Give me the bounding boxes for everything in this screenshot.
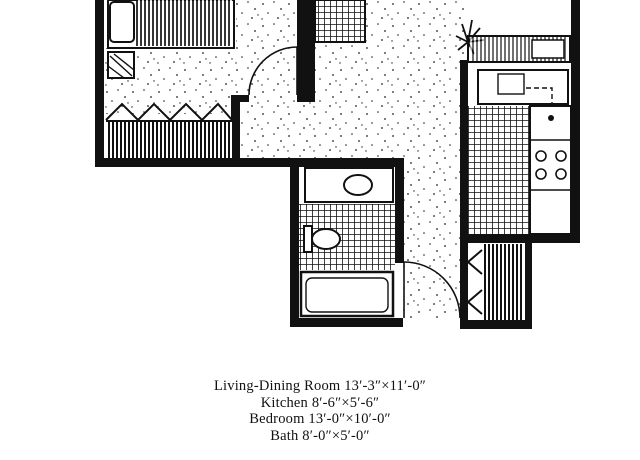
stove-icon xyxy=(535,150,567,180)
kitchen-dimension: Kitchen 8′-6″×5′-6″ xyxy=(260,394,380,411)
living-dining-dimension: Living-Dining Room 13′-3″×11′-0″ xyxy=(213,378,427,394)
nightstand-icon xyxy=(107,51,135,79)
bath-dimension: Bath 8′-0″×5′-0″ xyxy=(270,427,370,444)
bedroom-dimension: Bedroom 13′-0″×10′-0″ xyxy=(249,411,391,427)
toilet-icon xyxy=(303,225,341,253)
walls xyxy=(95,0,580,329)
entry-closet xyxy=(466,244,524,320)
sink-icon xyxy=(304,167,394,203)
refrigerator-icon xyxy=(477,69,569,105)
bathtub-icon xyxy=(299,270,395,318)
counter-top xyxy=(467,35,571,63)
kitchen-floor xyxy=(468,106,530,234)
door-swing-icon xyxy=(248,46,461,319)
closet-shelf-icon xyxy=(314,0,366,43)
bed-icon xyxy=(107,0,235,49)
closet-icon xyxy=(105,102,233,158)
room-dimensions: Living-Dining Room 13′-3″×11′-0″ Kitchen… xyxy=(0,378,640,444)
